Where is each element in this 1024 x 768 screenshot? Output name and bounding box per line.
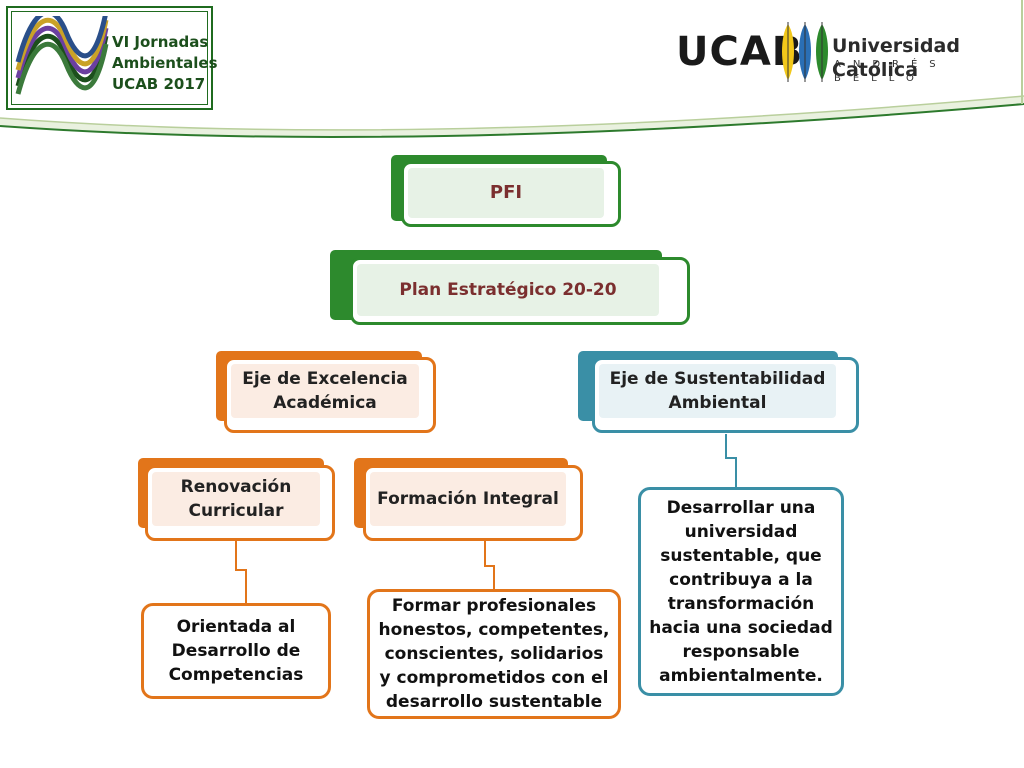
ucab-flame-icon (782, 22, 828, 82)
orientada-box: Orientada al Desarrollo de Competencias (141, 603, 331, 699)
plan-label: Plan Estratégico 20-20 (357, 264, 659, 316)
connector-sustentabilidad-desarrollar (725, 434, 737, 488)
plan-box: Plan Estratégico 20-20 (350, 257, 690, 325)
header-decoration (0, 0, 1024, 138)
connector-renovacion-orientada (235, 541, 247, 604)
formacion-box: Formación Integral (363, 465, 583, 541)
university-name: Universidad Católica (832, 35, 960, 81)
event-logo-line: VI Jornadas (112, 33, 209, 51)
formacion-label: Formación Integral (370, 472, 566, 526)
event-logo-text: VI Jornadas Ambientales UCAB 2017 (112, 32, 222, 95)
wave-logo-icon (15, 16, 109, 95)
pfi-box: PFI (401, 161, 621, 227)
renovacion-label: Renovación Curricular (152, 472, 320, 526)
university-subtitle: ANDRÉS BELLO (834, 59, 948, 84)
eje-excelencia-box: Eje de Excelencia Académica (224, 357, 436, 433)
renovacion-box: Renovación Curricular (145, 465, 335, 541)
event-logo-line: Ambientales (112, 54, 218, 72)
connector-formacion-formar (484, 541, 495, 590)
desarrollar-box: Desarrollar una universidad sustentable,… (638, 487, 844, 696)
eje-sustentabilidad-box: Eje de Sustentabilidad Ambiental (592, 357, 859, 433)
eje-sustentabilidad-label: Eje de Sustentabilidad Ambiental (599, 364, 836, 418)
event-logo: VI Jornadas Ambientales UCAB 2017 (6, 6, 218, 110)
eje-excelencia-label: Eje de Excelencia Académica (231, 364, 419, 418)
formar-box: Formar profesionales honestos, competent… (367, 589, 621, 719)
pfi-label: PFI (408, 168, 604, 218)
ucab-logo-word: UCAB (676, 29, 804, 75)
event-logo-line: UCAB 2017 (112, 75, 206, 93)
